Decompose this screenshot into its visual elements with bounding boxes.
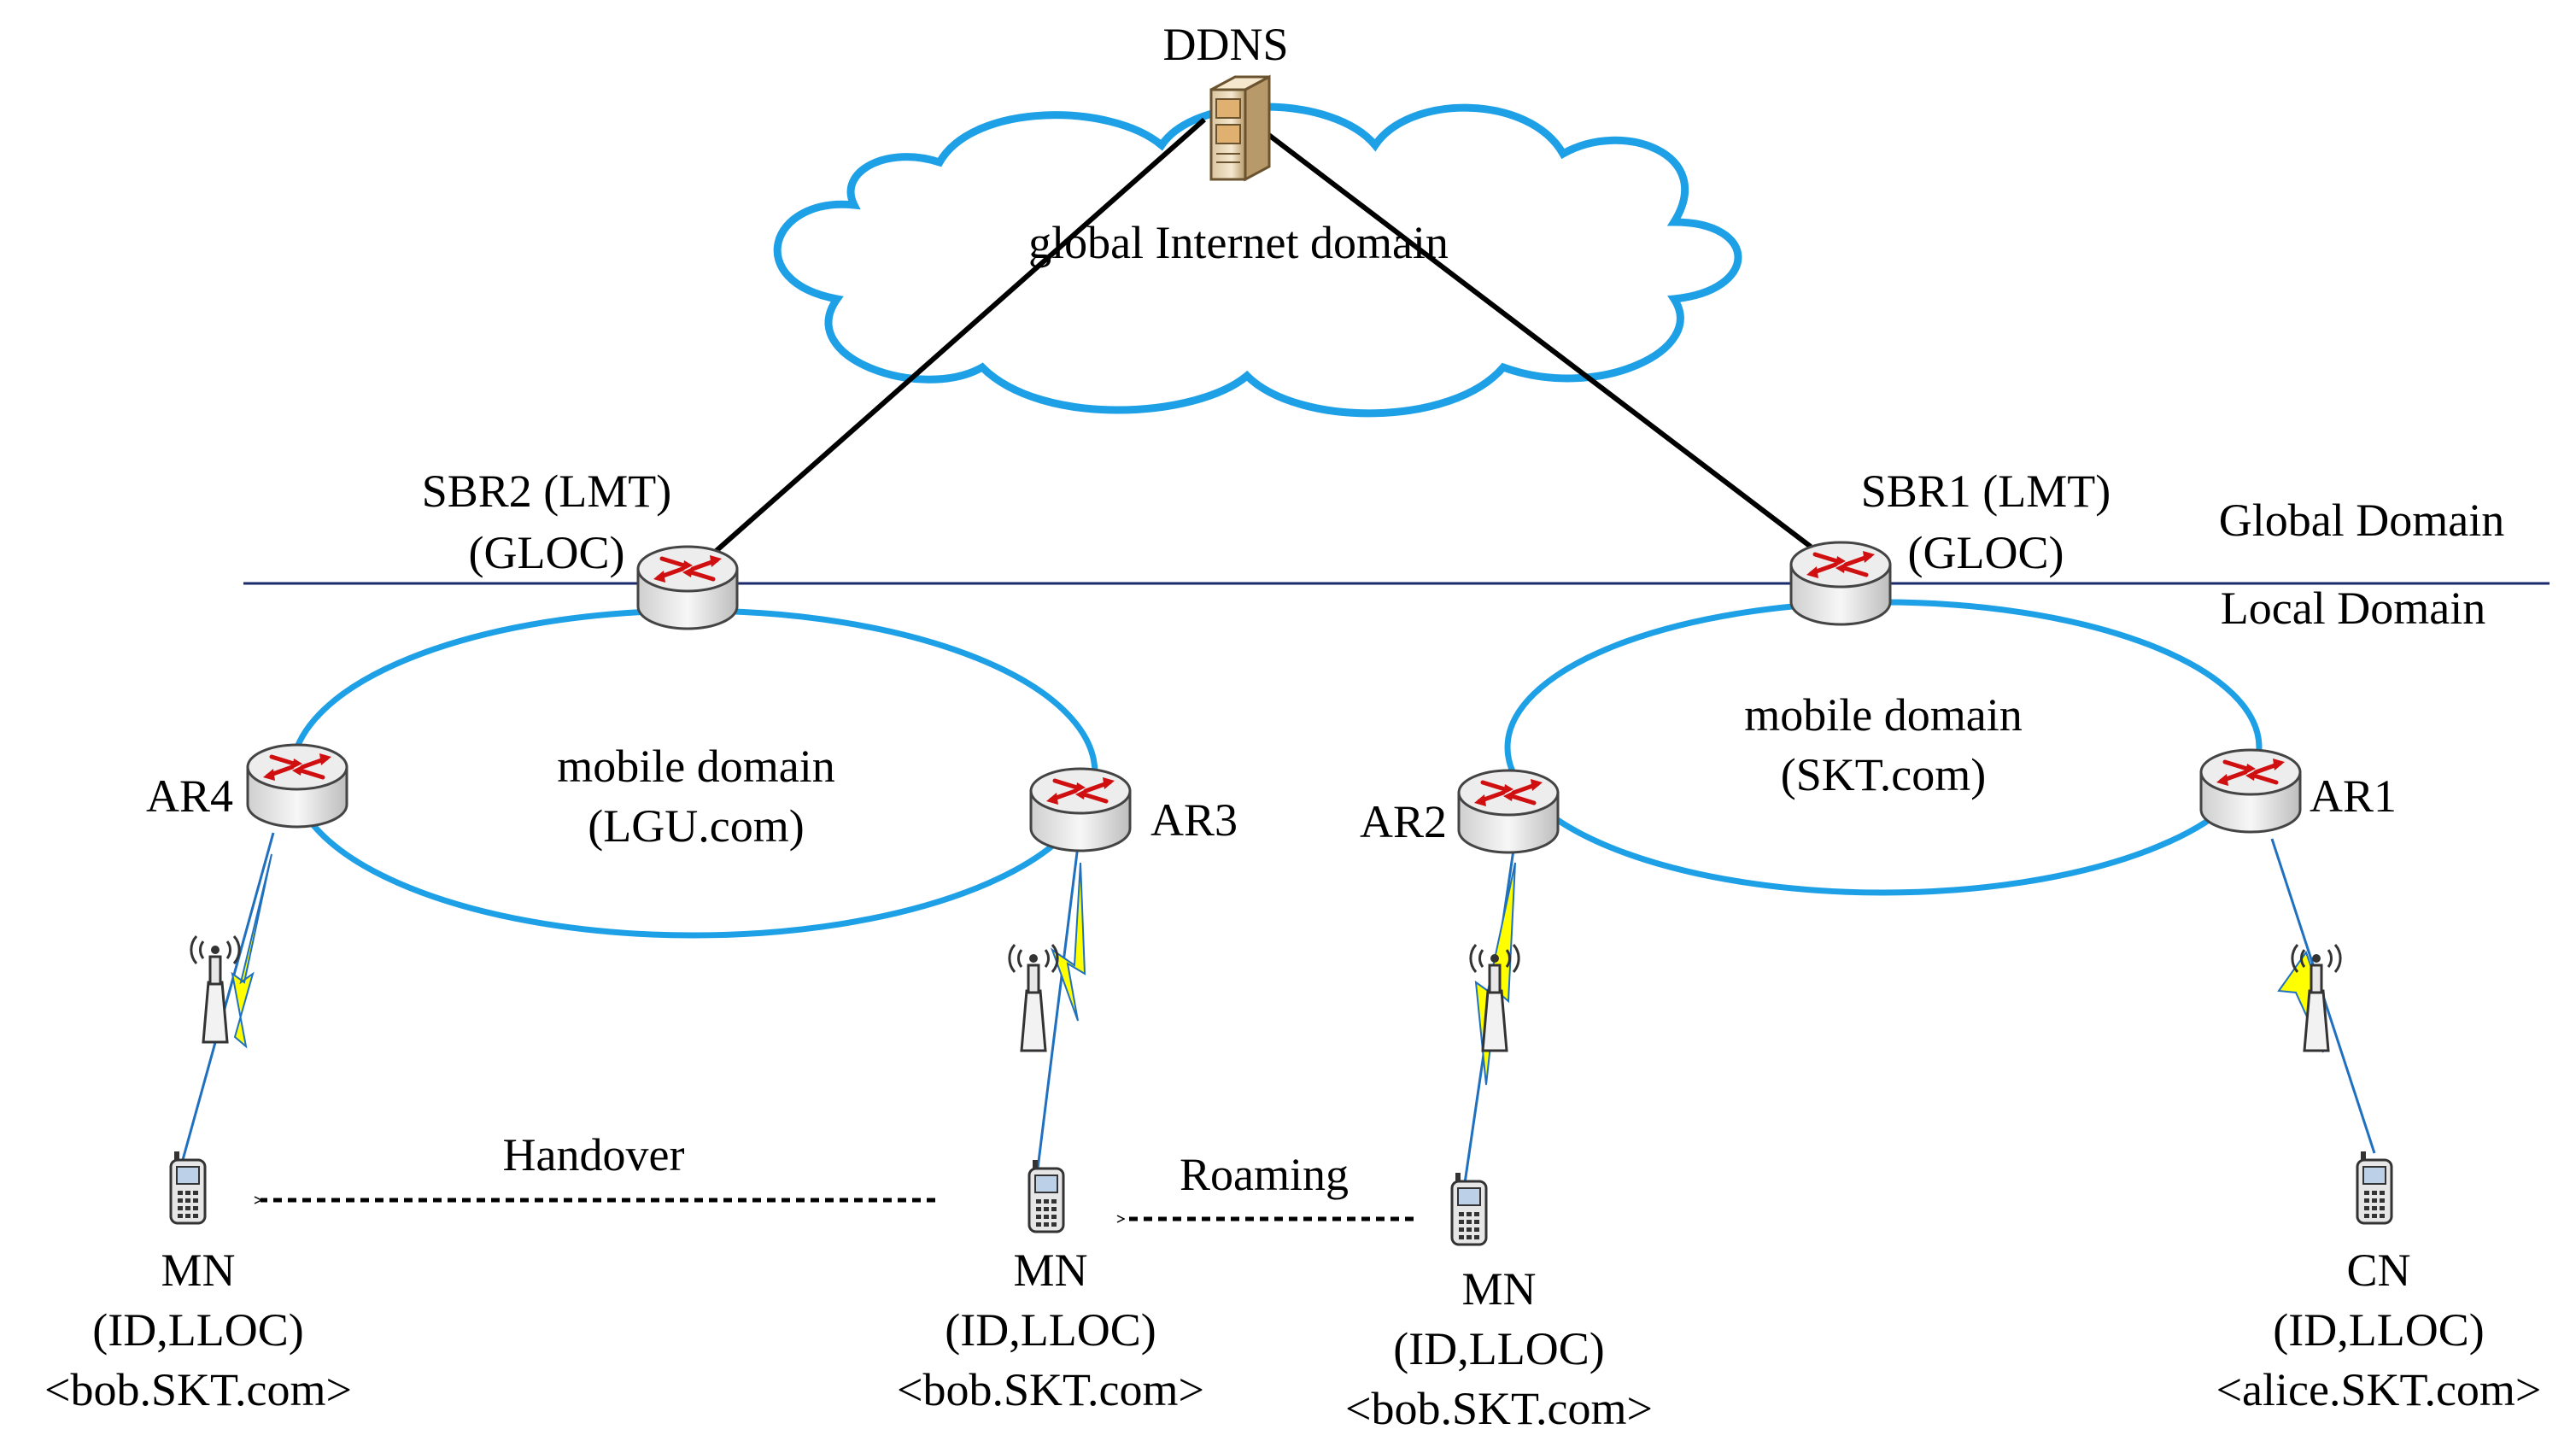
server-icon [1209,74,1271,182]
router-icon-sbr2 [638,547,737,629]
ar4-label: AR4 [146,770,233,822]
internet-cloud [773,103,1742,418]
mn-left-name: MN [161,1245,235,1296]
mn-mid-addr: <bob.SKT.com> [897,1364,1204,1415]
router-icon-ar1 [2201,750,2300,832]
global-domain-label: Global Domain [2219,495,2504,546]
link-ddns-sbr1 [1258,126,1812,549]
sbr2-label-line1: SBR2 (LMT) [422,466,672,517]
mn-left-ids: (ID,LLOC) [92,1304,303,1356]
mobile-phone-icon-mn-right [1450,1171,1488,1246]
roaming-label: Roaming [1180,1149,1349,1200]
antenna-icon-ar3 [1008,943,1059,1052]
router-icon-sbr1 [1791,542,1890,624]
handover-label: Handover [503,1129,685,1180]
antenna-icon-ar4 [190,934,241,1044]
mobile-phone-icon-mn-left [169,1150,207,1225]
router-icon-ar4 [248,745,347,827]
mn-right-addr: <bob.SKT.com> [1345,1383,1653,1434]
mobile-phone-icon-mn-mid [1027,1158,1065,1233]
mobile-phone-icon-cn [2356,1150,2393,1225]
lgu-domain-label-line2: (LGU.com) [588,800,804,852]
sbr1-label-line1: SBR1 (LMT) [1861,466,2111,517]
ar3-label: AR3 [1150,794,1238,846]
cn-ids: (ID,LLOC) [2273,1304,2484,1356]
mn-right-name: MN [1461,1263,1536,1315]
ar1-label: AR1 [2310,770,2397,822]
mn-mid-ids: (ID,LLOC) [945,1304,1156,1356]
mn-right-ids: (ID,LLOC) [1393,1323,1604,1374]
bolt-ar3 [1050,862,1086,1022]
mn-mid-name: MN [1013,1245,1087,1296]
bolt-ar4 [231,853,272,1049]
cn-addr: <alice.SKT.com> [2216,1364,2542,1415]
mobile-domain-skt-ellipse [1504,599,2263,896]
cn-name: CN [2346,1245,2410,1296]
local-domain-label: Local Domain [2221,583,2485,634]
router-icon-ar2 [1459,770,1558,852]
mn-left-addr: <bob.SKT.com> [44,1364,352,1415]
skt-domain-label-line2: (SKT.com) [1781,749,1986,800]
wireless-bolts [231,853,2327,1086]
cloud-label: global Internet domain [1028,217,1449,268]
link-ddns-sbr2 [711,117,1206,556]
ddns-label: DDNS [1162,19,1288,70]
sbr2-label-line2: (GLOC) [469,527,625,578]
sbr1-label-line2: (GLOC) [1908,527,2064,578]
skt-domain-label-line1: mobile domain [1744,689,2022,741]
ar2-label: AR2 [1360,796,1447,847]
router-icon-ar3 [1031,769,1130,851]
lgu-domain-label-line1: mobile domain [557,741,834,792]
